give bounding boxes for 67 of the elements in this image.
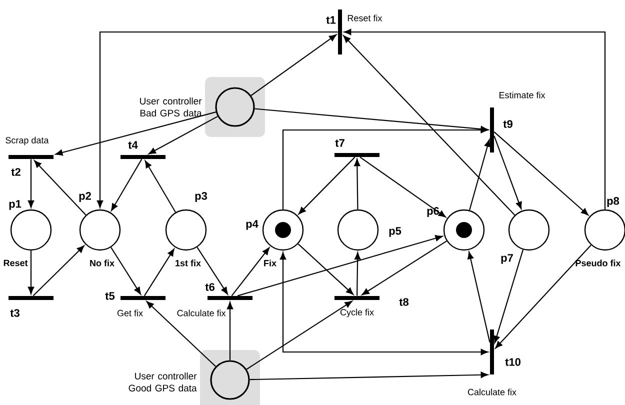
- node-label: t10: [505, 358, 520, 366]
- arc-arrow: [96, 31, 338, 208]
- arc-arrow: [196, 246, 228, 294]
- node-label: p8: [607, 197, 620, 207]
- arc-arrow: [246, 300, 352, 370]
- description-label: Cycle fix: [340, 308, 374, 318]
- node-label: t1: [326, 16, 336, 24]
- arc-arrow: [298, 244, 354, 295]
- arc-arrow: [55, 112, 216, 156]
- arc-arrow: [298, 156, 356, 214]
- description-label: Calculate fix: [177, 310, 226, 316]
- arc-arrow: [254, 108, 488, 132]
- arc-arrow: [144, 248, 174, 296]
- node-label: p5: [389, 227, 402, 237]
- node-label: t7: [335, 139, 344, 147]
- arc-arrow: [344, 28, 606, 210]
- node-label: p3: [195, 192, 208, 202]
- description-label: Estimate fix: [499, 92, 546, 98]
- arc-arrow: [148, 116, 218, 154]
- description-label: Fix: [264, 260, 276, 266]
- node-label: t5: [105, 292, 115, 300]
- node-label: p1: [9, 200, 22, 210]
- arc-arrow: [32, 245, 84, 296]
- arc-arrow: [250, 34, 337, 96]
- description-label: Scrap data: [6, 136, 49, 146]
- description-label: Reset: [4, 260, 28, 266]
- arc-arrow: [28, 159, 34, 208]
- arc-arrow: [28, 250, 34, 294]
- node-label: t4: [128, 141, 138, 149]
- description-label: Pseudo fix: [576, 260, 621, 266]
- description-label: No fix: [90, 260, 114, 266]
- arc-arrow: [362, 240, 447, 296]
- arc-arrow: [231, 247, 270, 296]
- arc-arrow: [354, 158, 360, 210]
- arc-arrow: [282, 126, 488, 210]
- description-label: Reset fix: [348, 14, 382, 22]
- arc-arrow: [494, 250, 524, 344]
- description-label: Calculate fix: [468, 388, 516, 396]
- arc-arrow: [354, 252, 361, 296]
- description-label: 1st fix: [176, 260, 201, 266]
- controller-label: User controller Bad GPS data: [140, 98, 202, 116]
- description-label: Get fix: [117, 310, 143, 316]
- node-label: p4: [246, 220, 258, 230]
- arc-arrow: [469, 139, 490, 210]
- node-label: t6: [205, 283, 214, 291]
- arc-arrow: [360, 156, 446, 218]
- arc-arrow: [144, 160, 176, 213]
- arc-arrow: [237, 235, 443, 296]
- node-label: t3: [10, 309, 20, 317]
- arc-arrow: [343, 35, 516, 216]
- arc-arrow: [494, 132, 588, 216]
- arc-arrow: [495, 244, 592, 349]
- arc-arrow: [226, 302, 234, 360]
- node-label: p2: [79, 192, 91, 202]
- arc-arrow: [111, 158, 142, 211]
- arc-arrow: [110, 247, 141, 294]
- node-label: t2: [11, 168, 20, 176]
- node-label: t8: [399, 298, 409, 306]
- arc-arrow: [467, 252, 490, 343]
- controller-label: User controller Good GPS data: [128, 372, 197, 392]
- arc-arrow: [34, 160, 86, 216]
- node-label: t9: [503, 120, 512, 128]
- node-label: p7: [501, 254, 513, 264]
- arc-arrow: [280, 252, 488, 356]
- arc-arrow: [250, 372, 488, 380]
- arc-arrow: [146, 301, 216, 367]
- arc-arrow: [494, 136, 522, 210]
